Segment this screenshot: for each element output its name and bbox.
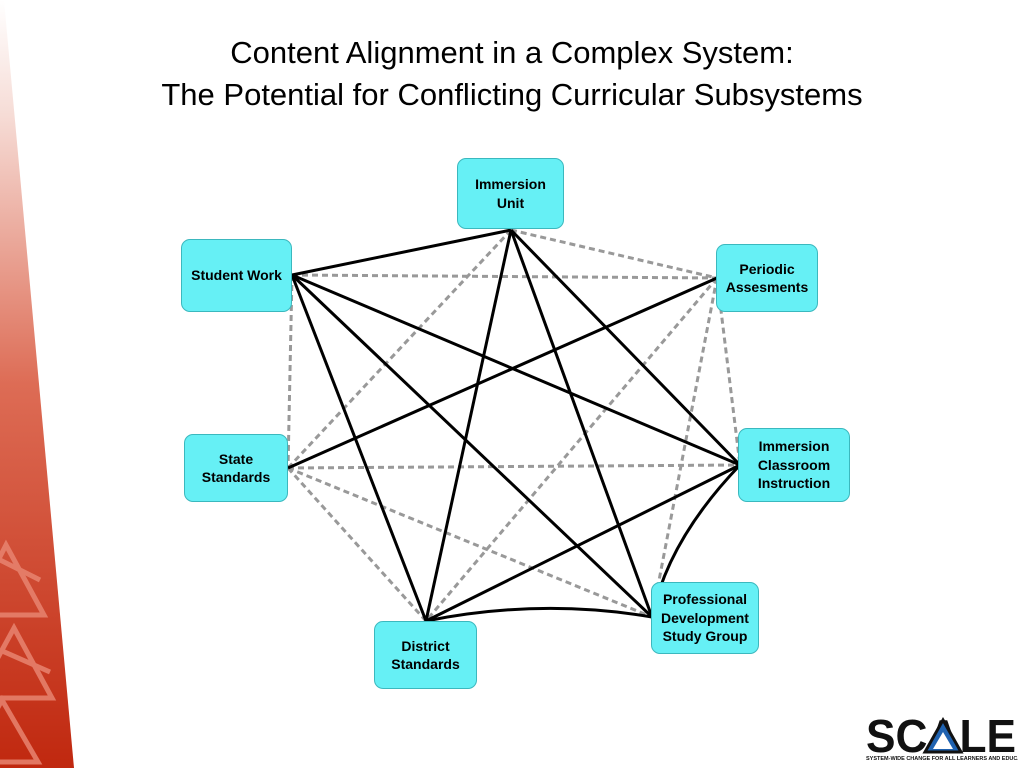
aligned-line-immersion-unit-to-immersion-classroom — [509, 228, 742, 467]
conflict-line-periodic-assessments-to-professional-development — [650, 277, 719, 618]
node-periodic-assessments: Periodic Assesments — [716, 244, 818, 312]
conflict-line-student-work-to-periodic-assessments — [291, 273, 718, 280]
logo-triangle-inner — [933, 732, 953, 749]
node-professional-development-study-group: Professional Development Study Group — [651, 582, 759, 654]
node-student-work: Student Work — [181, 239, 292, 312]
conflict-line-state-standards-to-district-standards — [286, 466, 428, 623]
conflict-line-state-standards-to-professional-development — [287, 466, 653, 619]
aligned-lines — [287, 228, 742, 623]
title-line-2: The Potential for Conflicting Curricular… — [161, 77, 863, 112]
red-band-shape — [0, 0, 74, 768]
node-district-standards: District Standards — [374, 621, 477, 689]
node-immersion-classroom-instruction: Immersion Classroom Instruction — [738, 428, 850, 502]
scale-logo: SCALE SYSTEM-WIDE CHANGE FOR ALL LEARNER… — [866, 712, 1018, 766]
conflict-line-periodic-assessments-to-district-standards — [424, 277, 719, 622]
conflict-line-state-standards-to-immersion-classroom — [287, 463, 741, 470]
conflict-lines — [286, 228, 742, 623]
aligned-line-immersion-unit-to-district-standards — [424, 229, 513, 622]
aligned-line-immersion-unit-to-professional-development — [509, 229, 654, 618]
aligned-line-district-standards-to-professional-development — [425, 606, 653, 623]
logo-tagline: SYSTEM-WIDE CHANGE FOR ALL LEARNERS AND … — [866, 756, 1018, 762]
aligned-line-periodic-assessments-to-state-standards — [287, 276, 718, 470]
aligned-line-immersion-classroom-to-district-standards — [425, 463, 741, 623]
node-state-standards: State Standards — [184, 434, 288, 502]
node-immersion-unit: Immersion Unit — [457, 158, 564, 229]
aligned-line-immersion-unit-to-student-work — [291, 228, 512, 277]
aligned-line-student-work-to-district-standards — [290, 274, 428, 622]
conflict-line-immersion-unit-to-periodic-assessments — [510, 228, 718, 280]
aligned-line-student-work-to-professional-development — [290, 273, 654, 619]
conflict-line-immersion-unit-to-state-standards — [286, 228, 513, 470]
aligned-line-student-work-to-immersion-classroom — [291, 273, 741, 467]
scale-wordmark: SCALE — [866, 712, 1016, 754]
title-line-1: Content Alignment in a Complex System: — [230, 35, 794, 70]
triangle-pattern — [0, 539, 57, 765]
conflict-line-student-work-to-state-standards — [286, 274, 294, 469]
